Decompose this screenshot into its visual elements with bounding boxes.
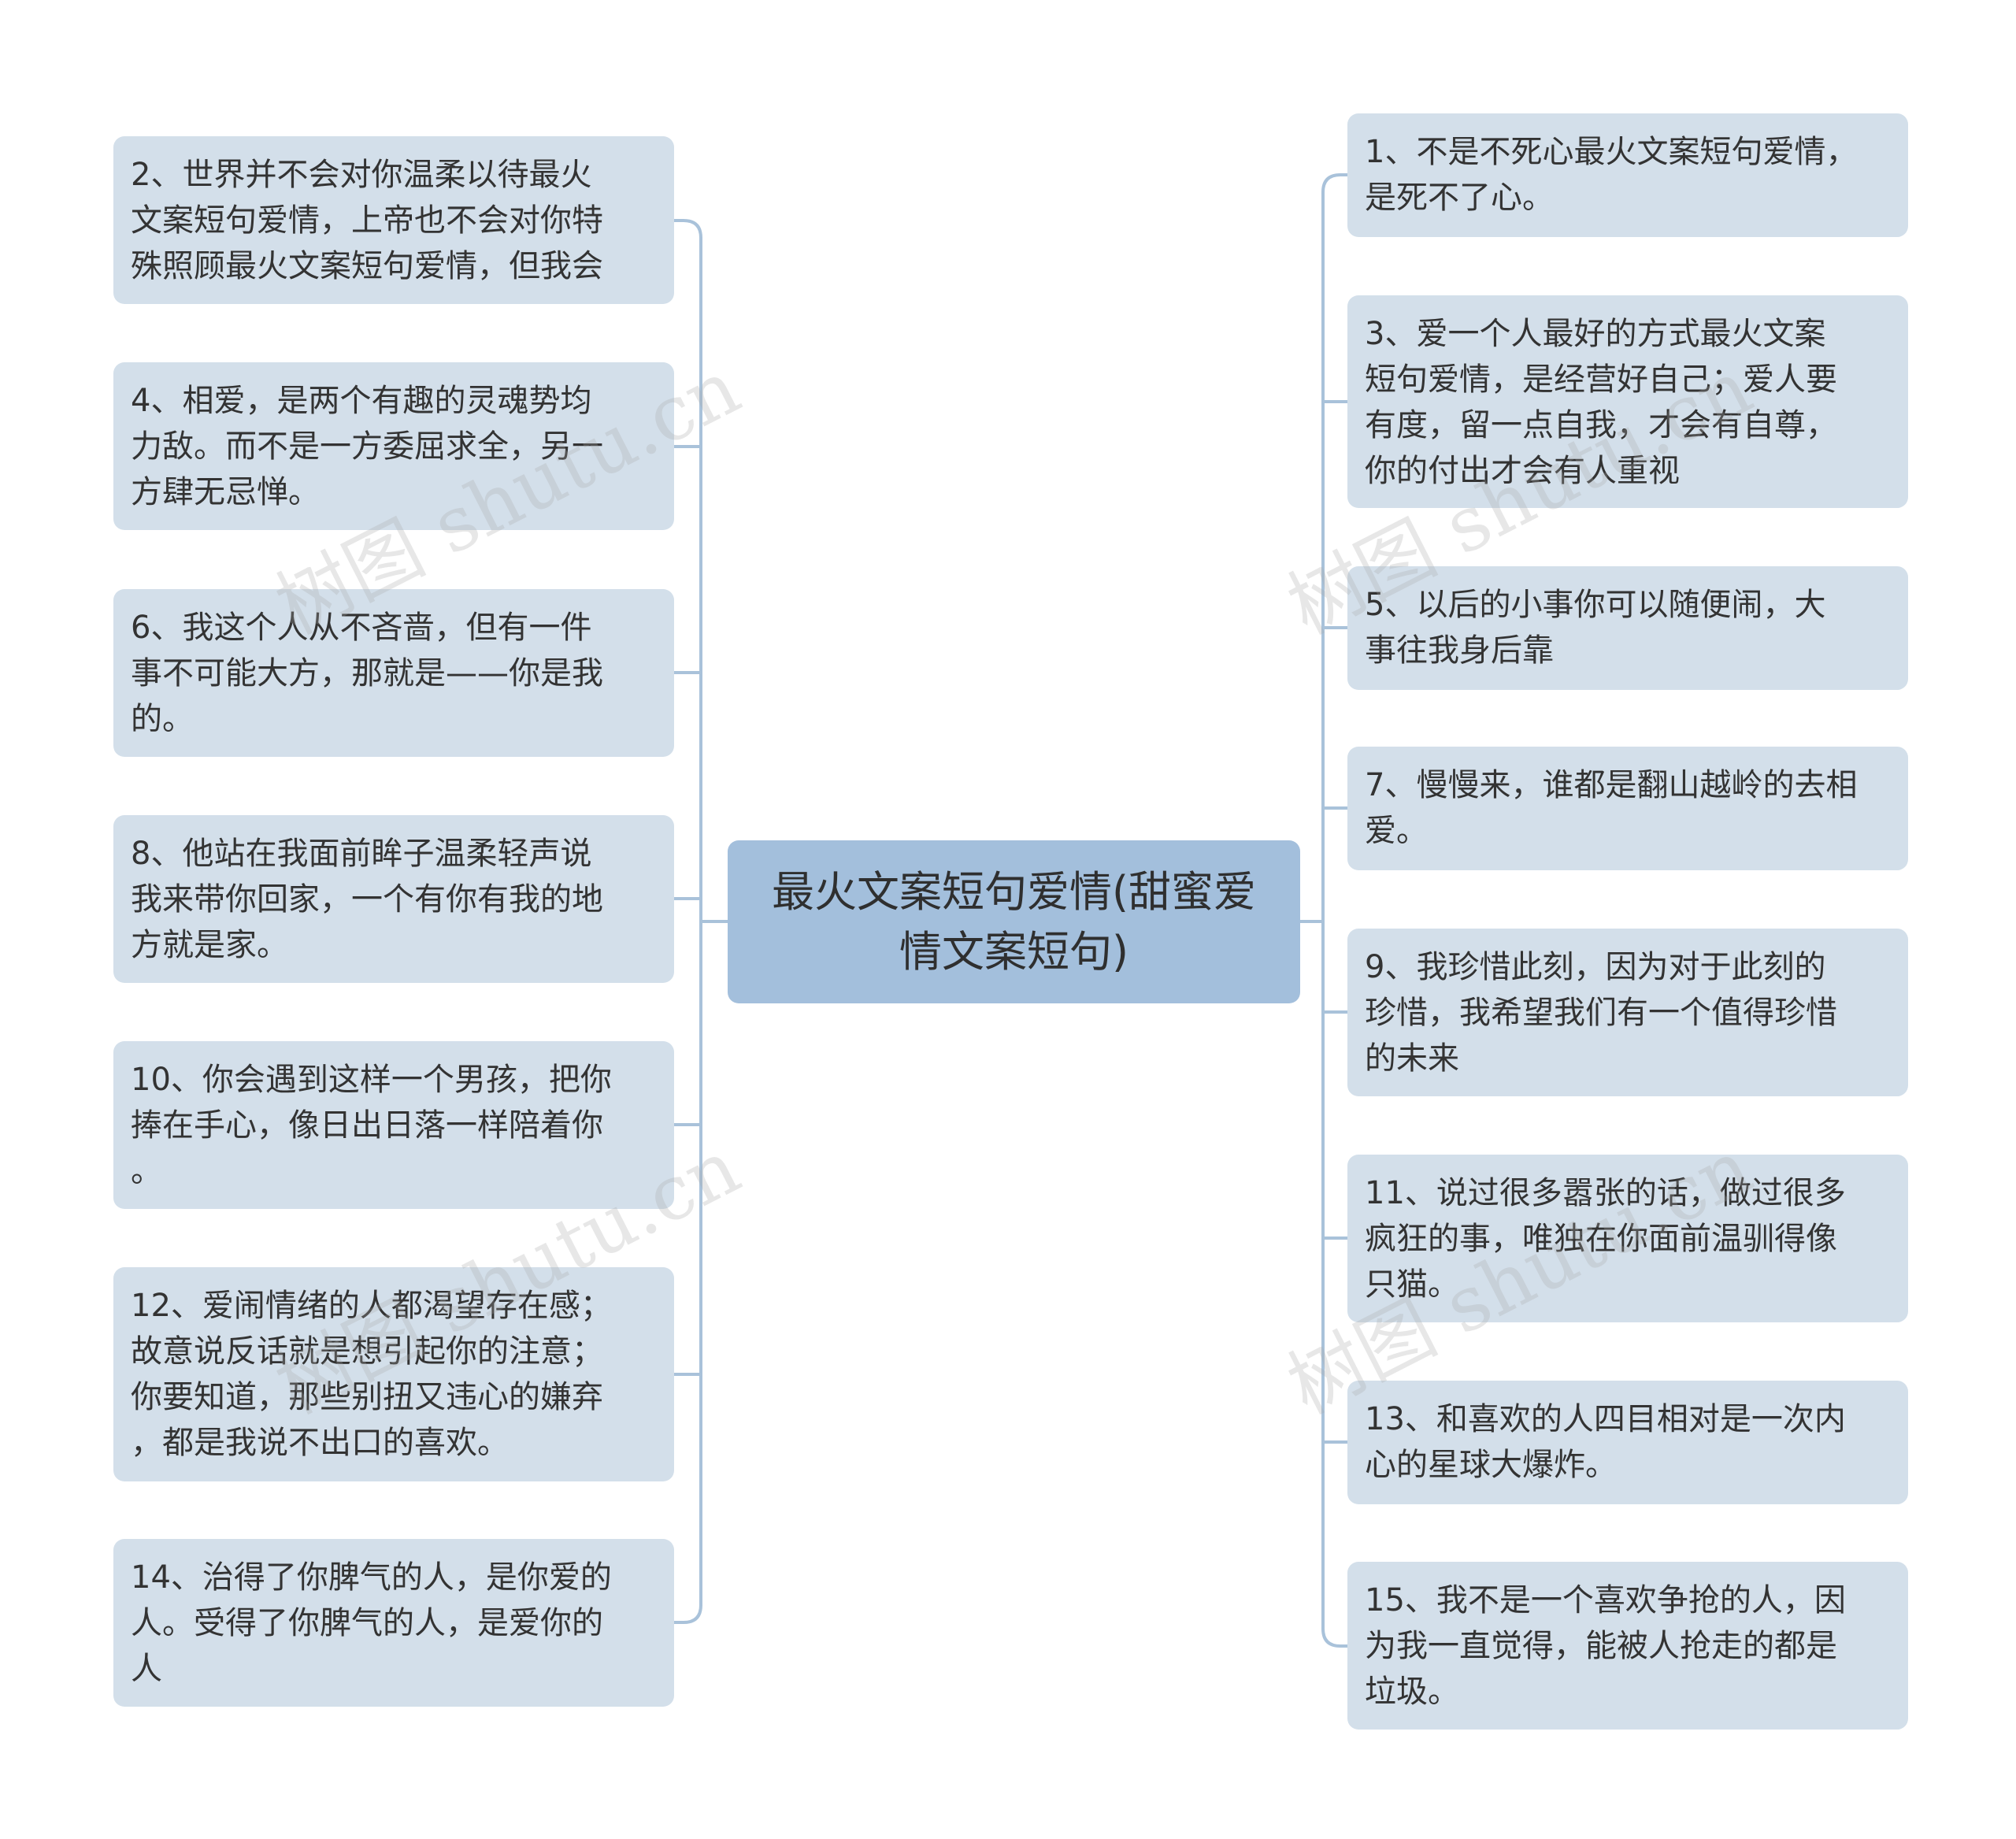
connector-n14 bbox=[673, 1604, 702, 1624]
branch-node-2[interactable]: 2、世界并不会对你温柔以待最火 文案短句爱情，上帝也不会对你特 殊照顾最火文案短… bbox=[113, 136, 674, 304]
connector-n15 bbox=[1321, 1627, 1349, 1648]
branch-node-1[interactable]: 1、不是不死心最火文案短句爱情， 是死不了心。 bbox=[1347, 113, 1908, 237]
branch-node-8[interactable]: 8、他站在我面前眸子温柔轻声说 我来带你回家，一个有你有我的地 方就是家。 bbox=[113, 815, 674, 983]
branch-node-5[interactable]: 5、以后的小事你可以随便闹，大 事往我身后靠 bbox=[1347, 566, 1908, 690]
branch-node-15[interactable]: 15、我不是一个喜欢争抢的人，因 为我一直觉得，能被人抢走的都是 垃圾。 bbox=[1347, 1562, 1908, 1730]
branch-node-10[interactable]: 10、你会遇到这样一个男孩，把你 捧在手心，像日出日落一样陪着你 。 bbox=[113, 1041, 674, 1209]
branch-node-4[interactable]: 4、相爱，是两个有趣的灵魂势均 力敌。而不是一方委屈求全，另一 方肆无忌惮。 bbox=[113, 362, 674, 530]
branch-node-13[interactable]: 13、和喜欢的人四目相对是一次内 心的星球大爆炸。 bbox=[1347, 1381, 1908, 1504]
branch-node-3[interactable]: 3、爱一个人最好的方式最火文案 短句爱情，是经营好自己；爱人要 有度，留一点自我… bbox=[1347, 295, 1908, 508]
branch-node-14[interactable]: 14、治得了你脾气的人，是你爱的 人。受得了你脾气的人，是爱你的 人 bbox=[113, 1539, 674, 1707]
connector-n2 bbox=[673, 219, 702, 239]
branch-node-12[interactable]: 12、爱闹情绪的人都渴望存在感； 故意说反话就是想引起你的注意； 你要知道，那些… bbox=[113, 1267, 674, 1481]
branch-node-7[interactable]: 7、慢慢来，谁都是翻山越岭的去相 爱。 bbox=[1347, 747, 1908, 870]
branch-node-6[interactable]: 6、我这个人从不吝啬，但有一件 事不可能大方，那就是——你是我 的。 bbox=[113, 589, 674, 757]
branch-node-11[interactable]: 11、说过很多嚣张的话，做过很多 疯狂的事，唯独在你面前温驯得像 只猫。 bbox=[1347, 1155, 1908, 1322]
central-topic-node[interactable]: 最火文案短句爱情(甜蜜爱 情文案短句) bbox=[728, 840, 1300, 1003]
branch-node-9[interactable]: 9、我珍惜此刻，因为对于此刻的 珍惜，我希望我们有一个值得珍惜 的未来 bbox=[1347, 929, 1908, 1096]
connector-n1 bbox=[1321, 173, 1349, 194]
